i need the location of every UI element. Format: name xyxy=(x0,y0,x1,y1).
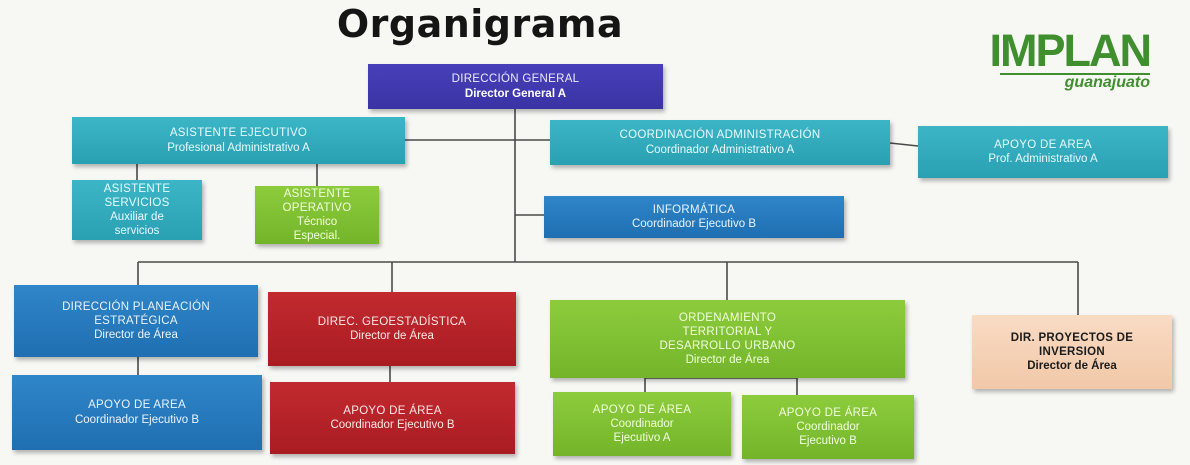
node-apoyo-ord-a-line2: Coordinador xyxy=(610,417,674,430)
node-asistente-operativo: ASISTENTE OPERATIVO Técnico Especial. xyxy=(255,186,379,244)
node-apoyo-admin-title: APOYO DE AREA xyxy=(994,138,1092,151)
node-apoyo-ordenamiento-b: APOYO DE ÁREA Coordinador Ejecutivo B xyxy=(742,395,914,459)
node-apoyo-ord-a-line3: Ejecutivo A xyxy=(613,432,671,444)
node-coordinacion-role: Coordinador Administrativo A xyxy=(645,143,795,156)
node-asistente-ejecutivo-title: ASISTENTE EJECUTIVO xyxy=(169,127,308,140)
node-apoyo-geo-role: Coordinador Ejecutivo B xyxy=(330,419,455,431)
node-direccion-general: DIRECCIÓN GENERAL Director General A xyxy=(368,64,663,109)
node-operativo-line1: ASISTENTE xyxy=(283,187,351,200)
node-servicios-line2: SERVICIOS xyxy=(104,196,170,209)
node-servicios-line4: servicios xyxy=(114,225,160,238)
node-operativo-line3: Técnico xyxy=(296,216,338,228)
implan-logo: IMPLAN guanajuato xyxy=(960,25,1152,91)
node-ordenamiento-line3: DESARROLLO URBANO xyxy=(659,340,796,352)
node-direccion-planeacion: DIRECCIÓN PLANEACIÓN ESTRATÉGICA Directo… xyxy=(14,285,258,357)
node-asistente-servicios: ASISTENTE SERVICIOS Auxiliar de servicio… xyxy=(72,180,202,240)
node-dir-proyectos: DIR. PROYECTOS DE INVERSION Director de … xyxy=(972,315,1172,389)
node-planeacion-line2: ESTRATÉGICA xyxy=(94,314,178,327)
chart-title: Organigrama xyxy=(336,2,624,46)
node-apoyo-ord-b-title: APOYO DE ÁREA xyxy=(778,406,878,419)
node-asistente-ejecutivo-role: Profesional Administrativo A xyxy=(167,141,310,154)
node-operativo-line2: OPERATIVO xyxy=(282,201,352,214)
node-planeacion-line1: DIRECCIÓN PLANEACIÓN xyxy=(62,300,210,313)
node-apoyo-ord-a-title: APOYO DE ÁREA xyxy=(592,403,692,416)
node-coordinacion-title: COORDINACIÓN ADMINISTRACIÓN xyxy=(619,129,821,142)
node-apoyo-planeacion-role: Coordinador Ejecutivo B xyxy=(74,413,199,426)
node-informatica: INFORMÁTICA Coordinador Ejecutivo B xyxy=(544,196,844,238)
node-apoyo-geoestadistica: APOYO DE ÁREA Coordinador Ejecutivo B xyxy=(270,382,515,454)
node-ordenamiento: ORDENAMIENTO TERRITORIAL Y DESARROLLO UR… xyxy=(550,300,905,378)
node-apoyo-ordenamiento-a: APOYO DE ÁREA Coordinador Ejecutivo A xyxy=(553,392,731,456)
node-proyectos-line1: DIR. PROYECTOS DE xyxy=(1010,331,1134,344)
node-direccion-general-title: DIRECCIÓN GENERAL xyxy=(451,73,580,86)
node-servicios-line1: ASISTENTE xyxy=(103,182,171,195)
node-proyectos-line2: INVERSION xyxy=(1039,345,1105,358)
logo-subtitle: guanajuato xyxy=(1064,74,1150,91)
node-apoyo-geo-title: APOYO DE ÁREA xyxy=(343,404,442,417)
node-asistente-ejecutivo: ASISTENTE EJECUTIVO Profesional Administ… xyxy=(72,117,405,164)
node-servicios-line3: Auxiliar de xyxy=(110,211,164,223)
node-direccion-general-role: Director General A xyxy=(464,87,567,100)
node-geo-title: DIREC. GEOESTADÍSTICA xyxy=(317,315,467,328)
node-apoyo-planeacion: APOYO DE AREA Coordinador Ejecutivo B xyxy=(12,375,262,450)
node-ordenamiento-role: Director de Área xyxy=(685,354,770,367)
node-apoyo-ord-b-line2: Coordinador xyxy=(796,420,860,433)
node-apoyo-area-admin: APOYO DE AREA Prof. Administrativo A xyxy=(918,126,1168,178)
connector-coord-apoyo xyxy=(889,142,919,147)
node-apoyo-ord-b-line3: Ejecutivo B xyxy=(799,435,857,447)
node-informatica-role: Coordinador Ejecutivo B xyxy=(631,218,756,230)
logo-underline xyxy=(1000,73,1150,75)
node-informatica-title: INFORMÁTICA xyxy=(652,203,736,216)
node-operativo-line4: Especial. xyxy=(293,230,341,243)
node-planeacion-role: Director de Área xyxy=(94,329,178,341)
node-apoyo-admin-role: Prof. Administrativo A xyxy=(988,153,1098,165)
node-coordinacion-administracion: COORDINACIÓN ADMINISTRACIÓN Coordinador … xyxy=(550,120,890,165)
logo-wordmark: IMPLAN xyxy=(989,25,1152,76)
node-geo-role: Director de Área xyxy=(350,330,434,342)
node-direc-geoestadistica: DIREC. GEOESTADÍSTICA Director de Área xyxy=(268,292,516,366)
node-ordenamiento-line1: ORDENAMIENTO xyxy=(678,311,777,324)
node-ordenamiento-line2: TERRITORIAL Y xyxy=(682,325,773,338)
node-proyectos-role: Director de Área xyxy=(1027,360,1117,372)
node-apoyo-planeacion-title: APOYO DE AREA xyxy=(88,399,186,412)
